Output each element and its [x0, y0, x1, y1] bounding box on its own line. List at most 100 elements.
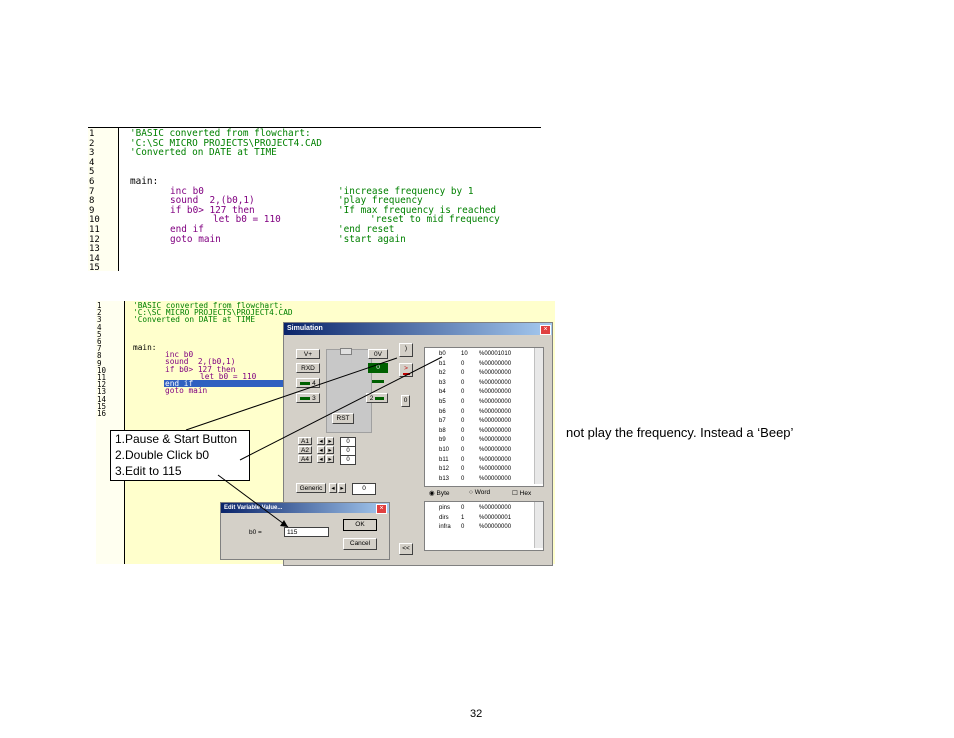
code-comment: 'end reset — [338, 224, 395, 235]
generic-button[interactable]: Generic — [296, 483, 326, 493]
variable-name: b1 — [439, 360, 446, 367]
code-line: main: — [130, 176, 159, 187]
variable-dec: 0 — [461, 456, 465, 463]
variable-bin: %00000000 — [479, 418, 512, 425]
input-4-button[interactable]: 4 — [296, 378, 320, 388]
analog-value-field[interactable]: 0 — [340, 455, 356, 465]
line-number: 8 — [97, 351, 102, 361]
line-number: 12 — [89, 234, 100, 245]
code-line: sound 2,(b0,1) — [165, 357, 236, 367]
output-led-bar — [372, 380, 384, 383]
variable-name: b12 — [439, 466, 450, 473]
variable-name: b6 — [439, 408, 446, 415]
register-dec: 0 — [461, 505, 465, 511]
register-bin: %00000000 — [479, 505, 512, 511]
line-number: 15 — [89, 263, 100, 274]
variable-dec: 0 — [461, 427, 465, 434]
line-number: 11 — [97, 373, 107, 382]
code-comment: 'increase frequency by 1 — [338, 185, 474, 197]
line-number: 13 — [89, 244, 100, 255]
highlighted-line — [164, 380, 314, 387]
ov-pin: 0V — [368, 349, 388, 359]
variable-bin: %00000000 — [479, 389, 512, 396]
code-line: 'BASIC converted from flowchart: — [130, 128, 311, 139]
analog-label: A4 — [298, 455, 312, 463]
analog-label: A2 — [298, 446, 312, 454]
line-number: 10 — [89, 215, 100, 226]
collapse-button[interactable]: << — [399, 543, 413, 555]
line-number: 8 — [89, 196, 95, 207]
format-check-hex[interactable]: ☐ Hex — [512, 490, 532, 497]
variable-name: b4 — [439, 389, 446, 396]
code-line: sound 2,(b0,1) — [170, 195, 255, 207]
analog-right-arrow[interactable]: ▸ — [326, 446, 334, 454]
register-bin: %00000000 — [479, 524, 512, 531]
rst-button[interactable]: RST — [332, 413, 354, 424]
code-comment: 'play frequency — [338, 195, 423, 207]
register-bin: %00000001 — [479, 514, 512, 521]
code-line: main: — [133, 343, 157, 352]
code-line: let b0 = 110 — [200, 371, 257, 381]
arrow-to-b0 — [239, 356, 443, 461]
input-3-button[interactable]: 3 — [296, 393, 320, 403]
table-scrollbar[interactable] — [534, 348, 543, 484]
variable-name: b5 — [439, 399, 446, 405]
register-scrollbar[interactable] — [534, 502, 543, 548]
ok-button[interactable]: OK — [343, 519, 377, 531]
code-line: 'C:\SC MICRO PROJECTS\PROJECT4.CAD — [130, 137, 322, 149]
close-icon[interactable]: × — [376, 504, 387, 514]
page-number: 32 — [470, 708, 483, 720]
variable-value-input[interactable]: 115 — [284, 527, 329, 537]
analog-left-arrow[interactable]: ◂ — [317, 455, 325, 463]
line-number: 7 — [97, 344, 102, 354]
generic-value-field[interactable]: 0 — [352, 483, 376, 495]
format-radio-byte[interactable]: ◉ Byte — [429, 490, 450, 497]
variable-bin: %00000000 — [479, 360, 512, 367]
code-line: goto main — [165, 386, 208, 396]
format-radio-word[interactable]: ○ Word — [469, 489, 491, 496]
generic-left-arrow[interactable]: ◂ — [329, 483, 337, 493]
line-number: 3 — [97, 315, 102, 325]
variable-bin: %00000000 — [479, 456, 512, 463]
code-line: inc b0 — [170, 185, 204, 197]
variable-bin: %00000000 — [479, 370, 512, 377]
simulation-window: Simulation × V+ 0V RXD 0 4 3 2 RST ) > 0… — [283, 322, 553, 566]
analog-left-arrow[interactable]: ◂ — [317, 446, 325, 454]
chip-notch-icon — [340, 348, 352, 355]
code-comment: 'start again — [338, 233, 406, 245]
pause-button[interactable]: ) — [399, 343, 413, 357]
close-icon[interactable]: × — [540, 325, 551, 335]
red-bar-icon — [403, 373, 410, 375]
generic-right-arrow[interactable]: ▸ — [338, 483, 346, 493]
line-number: 6 — [97, 337, 102, 346]
line-number: 10 — [97, 365, 107, 375]
analog-left-arrow[interactable]: ◂ — [317, 437, 325, 445]
line-number: 1 — [89, 129, 95, 139]
analog-right-arrow[interactable]: ▸ — [326, 437, 334, 445]
variable-dec: 0 — [461, 408, 465, 415]
digital-input-button[interactable]: 0 — [401, 395, 410, 407]
line-number: 1 — [97, 301, 102, 310]
cancel-button[interactable]: Cancel — [343, 538, 377, 550]
analog-right-arrow[interactable]: ▸ — [326, 455, 334, 463]
line-number: 4 — [97, 322, 102, 332]
